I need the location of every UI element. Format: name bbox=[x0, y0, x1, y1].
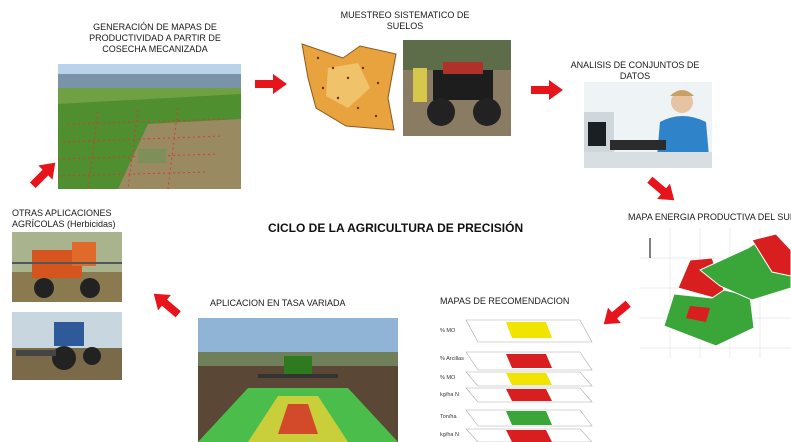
analyst-computer-image bbox=[584, 82, 712, 168]
step-energy-map-label: MAPA ENERGIA PRODUCTIVA DEL SUELO bbox=[628, 212, 791, 222]
step-sampling-label: MUESTREO SISTEMATICO DE SUELOS bbox=[340, 10, 470, 31]
harvest-field-image bbox=[58, 64, 241, 189]
arrow-right-icon bbox=[531, 80, 563, 100]
step-recommendation-label: MAPAS DE RECOMENDACION bbox=[440, 296, 570, 306]
arrow-down-left-icon bbox=[603, 300, 631, 325]
quad-sampler-image bbox=[403, 40, 511, 136]
step-variable-rate-label: APLICACION EN TASA VARIADA bbox=[210, 298, 346, 308]
arrow-up-right-icon bbox=[29, 162, 56, 189]
arrow-down-right-icon bbox=[647, 176, 675, 201]
arrow-up-left-icon bbox=[153, 293, 181, 318]
layer-label: % MO bbox=[440, 375, 456, 381]
layer-label: Ton/ha bbox=[440, 414, 457, 420]
step-analysis-label: ANALISIS DE CONJUNTOS DE DATOS bbox=[570, 60, 700, 81]
layer-label: % MO bbox=[440, 328, 456, 334]
diagram-title: CICLO DE LA AGRICULTURA DE PRECISIÓN bbox=[268, 221, 524, 235]
sprayer-image bbox=[12, 232, 122, 302]
energy-map-image bbox=[640, 228, 791, 358]
layer-label: kg/ha N bbox=[440, 432, 459, 438]
layer-label: kg/ha N bbox=[440, 392, 459, 398]
recommendation-layers-image: % MO % Arcillas % MO kg/ha N Ton/ha kg/h… bbox=[428, 312, 604, 442]
layer-label: % Arcillas bbox=[440, 356, 464, 362]
variable-rate-field-image bbox=[198, 318, 398, 442]
arrow-right-icon bbox=[255, 74, 287, 94]
step-harvest-label: GENERACIÓN DE MAPAS DE PRODUCTIVIDAD A P… bbox=[89, 22, 221, 54]
planter-tractor-image bbox=[12, 312, 122, 380]
soil-sample-map-image bbox=[301, 43, 397, 131]
step-other-applications-label: OTRAS APLICACIONES AGRÍCOLAS (Herbicidas… bbox=[12, 208, 116, 229]
